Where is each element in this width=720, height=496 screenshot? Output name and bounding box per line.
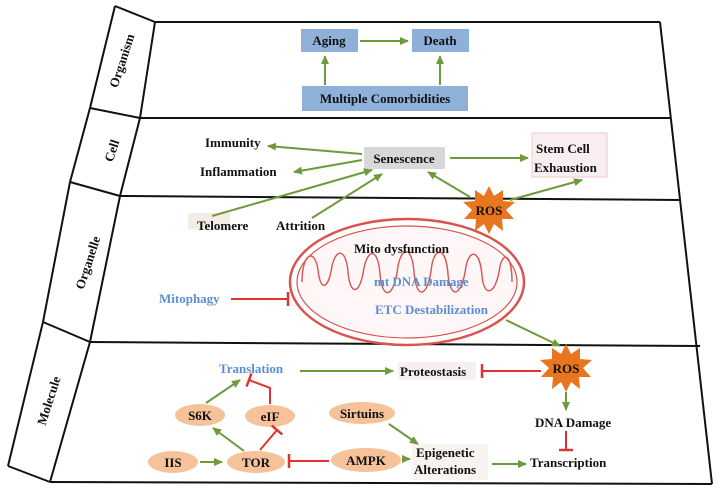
tor-oval (227, 451, 285, 473)
arrow-ros-to-stem-cell (509, 178, 583, 201)
comorbidities-box (302, 86, 468, 111)
epigenetic-label-2: Alterations (414, 462, 476, 477)
death-label: Death (423, 33, 457, 48)
level-label-organism: Organism (106, 32, 138, 90)
etc-destabilization-label: ETC Destabilization (375, 302, 489, 317)
senescence-label: Senescence (373, 151, 435, 166)
dna-damage-label: DNA Damage (535, 415, 611, 430)
inhibit-eif-to-translation (245, 373, 271, 404)
immunity-label: Immunity (205, 135, 261, 150)
stem-cell-box (531, 132, 608, 178)
aging-box (301, 29, 358, 52)
iis-oval (148, 451, 198, 473)
arrow-tor-to-s6k (212, 427, 245, 452)
s6k-oval (175, 404, 225, 426)
eif-label: eIF (261, 409, 280, 424)
arrow-sirtuins-to-epigenetic (388, 423, 419, 445)
sirtuins-oval (329, 402, 395, 424)
telomere-label: Telomere (197, 218, 248, 233)
stem-cell-label-2: Exhaustion (534, 160, 598, 175)
ros-star-lower (540, 344, 592, 392)
eif-oval (245, 405, 295, 427)
mt-dna-damage-label: mt DNA Damage (374, 274, 469, 289)
arrow-ros-to-senescence (427, 171, 471, 198)
ampk-label: AMPK (346, 453, 387, 468)
death-box (412, 29, 469, 52)
tor-label: TOR (242, 455, 271, 470)
arrow-s6k-to-translation (205, 379, 241, 404)
mitochondrion (288, 217, 526, 347)
iis-label: IIS (164, 455, 181, 470)
sirtuins-label: Sirtuins (340, 406, 384, 421)
arrow-telomere-to-senescence (211, 168, 373, 217)
translation-label: Translation (219, 361, 284, 376)
inflammation-label: Inflammation (200, 164, 277, 179)
arrow-senescence-to-immunity (267, 142, 363, 155)
transcription-label: Transcription (530, 455, 607, 470)
arrow-attrition-to-senescence (311, 173, 383, 219)
stem-cell-label-1: Stem Cell (536, 141, 590, 156)
senescence-box (364, 147, 445, 169)
proteostasis-label: Proteostasis (400, 364, 466, 379)
mitophagy-label: Mitophagy (159, 291, 220, 306)
telomere-image (188, 213, 230, 229)
level-borders (7, 5, 713, 485)
s6k-label: S6K (188, 408, 213, 423)
mito-dysfunction-label: Mito dysfunction (354, 241, 450, 256)
ros-star-upper (463, 186, 515, 234)
epigenetic-box (412, 444, 488, 480)
ros-label-upper: ROS (476, 203, 503, 218)
level-label-organelle: Organelle (72, 234, 103, 291)
epigenetic-label-1: Epigenetic (416, 445, 475, 460)
attrition-label: Attrition (276, 218, 326, 233)
proteostasis-box (398, 362, 476, 380)
inhibit-tor-to-eif (259, 424, 284, 451)
ros-label-lower: ROS (553, 361, 580, 376)
level-label-molecule: Molecule (34, 374, 64, 427)
aging-label: Aging (312, 33, 346, 48)
arrow-etc-to-ros (505, 319, 561, 347)
level-label-cell: Cell (101, 137, 122, 163)
ampk-oval (331, 448, 401, 472)
comorbidities-label: Multiple Comorbidities (320, 91, 450, 106)
arrow-senescence-to-inflammation (293, 159, 363, 175)
